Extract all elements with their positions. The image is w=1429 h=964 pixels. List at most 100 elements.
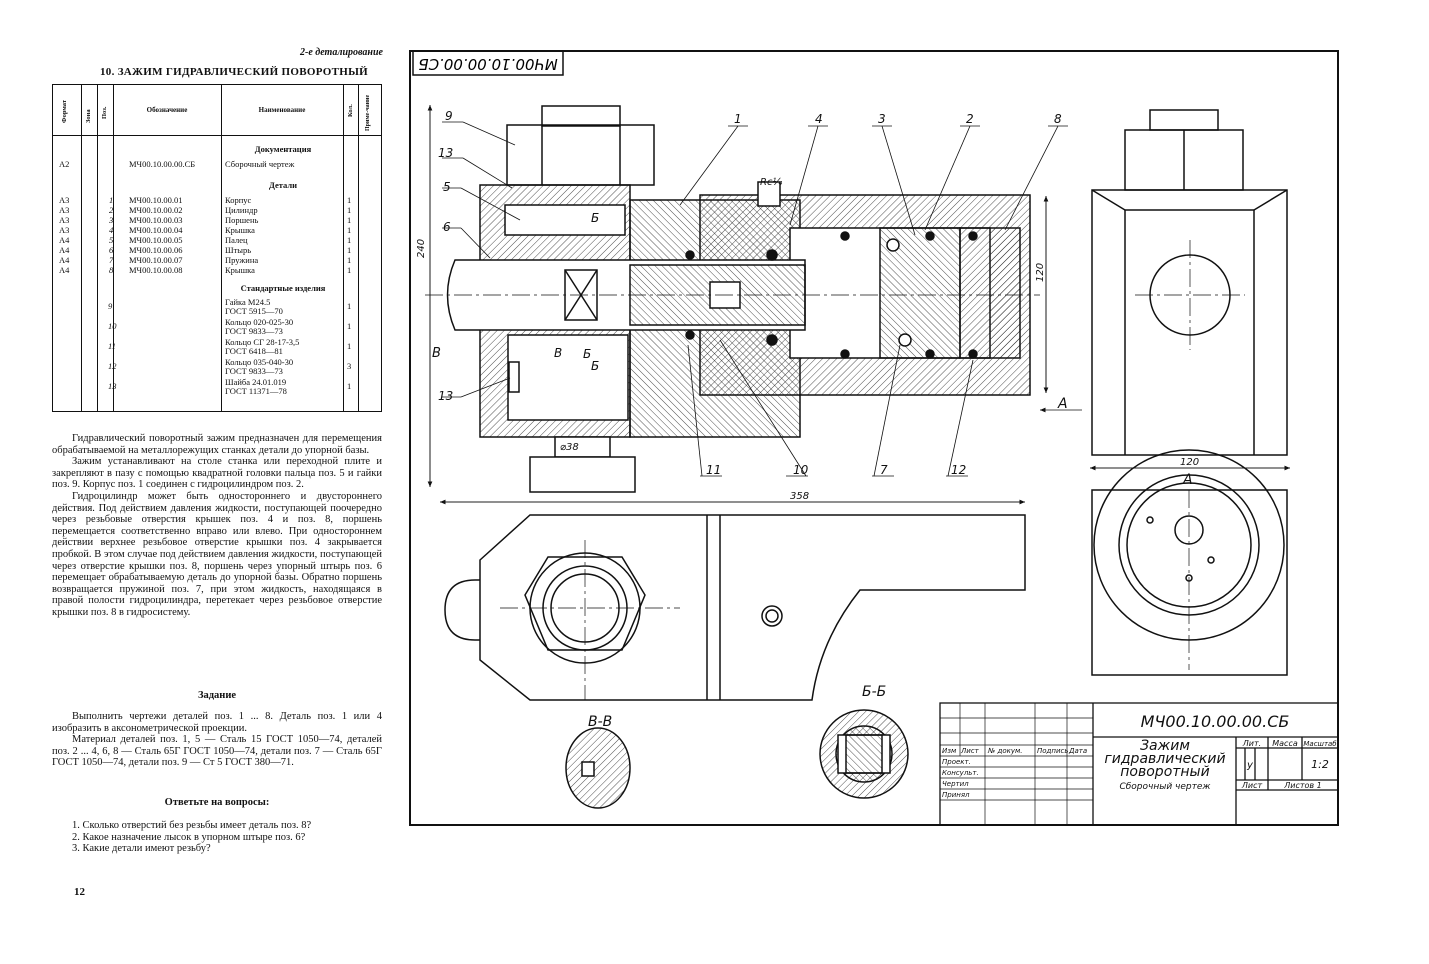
- svg-text:240: 240: [416, 239, 427, 258]
- svg-text:А: А: [1057, 396, 1068, 412]
- standard-name: Кольцо СГ 28-17-3,5: [225, 337, 300, 347]
- standard-qty: 1: [347, 301, 352, 311]
- dimension-lines: [427, 105, 1290, 505]
- standard-gost: ГОСТ 5915—70: [225, 306, 283, 316]
- detail-designation: МЧ00.10.00.03: [129, 215, 183, 225]
- standard-qty: 1: [347, 381, 352, 391]
- detail-pos: 2: [109, 205, 114, 215]
- svg-text:Лит.: Лит.: [1242, 739, 1261, 748]
- section-details: Детали: [269, 180, 297, 190]
- svg-text:В: В: [554, 346, 562, 360]
- detail-qty: 1: [347, 215, 352, 225]
- svg-text:13: 13: [438, 146, 453, 160]
- detail-designation: МЧ00.10.00.01: [129, 195, 183, 205]
- section-documentation: Документация: [254, 144, 312, 154]
- standard-name: Кольцо 020-025-30: [225, 317, 294, 327]
- svg-text:Сборочный чертеж: Сборочный чертеж: [1119, 782, 1211, 792]
- detail-qty: 1: [347, 255, 352, 265]
- detail-format: А3: [59, 215, 70, 225]
- svg-text:358: 358: [790, 491, 809, 502]
- detail-pos: 8: [109, 265, 114, 275]
- detail-name: Крышка: [225, 225, 255, 235]
- mirrored-stamp-box: [412, 50, 564, 76]
- svg-text:Консульт.: Консульт.: [942, 769, 979, 777]
- detail-designation: МЧ00.10.00.07: [129, 255, 183, 265]
- svg-text:поворотный: поворотный: [1120, 764, 1209, 780]
- svg-text:Дата: Дата: [1068, 747, 1087, 755]
- svg-text:Масса: Масса: [1272, 739, 1298, 748]
- detail-format: А3: [59, 225, 70, 235]
- task-heading: Задание: [197, 690, 237, 701]
- detail-qty: 1: [347, 245, 352, 255]
- svg-text:8: 8: [1054, 112, 1062, 126]
- question-2: 2. Какое назначение лысок в упорном штыр…: [72, 831, 306, 843]
- detail-designation: МЧ00.10.00.06: [129, 245, 183, 255]
- sheet-frame: [409, 50, 1339, 826]
- svg-text:Принял: Принял: [942, 791, 970, 799]
- detail-pos: 6: [109, 245, 114, 255]
- description-p1: Гидравлический поворотный зажим предназн…: [52, 433, 382, 456]
- svg-text:120: 120: [1180, 457, 1199, 468]
- svg-text:Б-Б: Б-Б: [862, 684, 886, 700]
- svg-text:Масштаб: Масштаб: [1303, 740, 1337, 748]
- svg-text:10: 10: [793, 463, 809, 477]
- svg-text:Проект.: Проект.: [942, 758, 971, 766]
- standard-gost: ГОСТ 11371—78: [225, 386, 287, 396]
- side-view: [1091, 109, 1288, 456]
- detail-format: А4: [59, 255, 70, 265]
- svg-text:гидравлический: гидравлический: [1104, 751, 1225, 767]
- svg-text:3: 3: [878, 112, 886, 126]
- detail-pos: 3: [109, 215, 114, 225]
- title-block-text: МЧ00.10.00.00.СБ Зажим гидравлический по…: [942, 712, 1337, 799]
- svg-text:2: 2: [966, 112, 974, 126]
- svg-text:1: 1: [734, 112, 742, 126]
- standard-qty: 1: [347, 321, 352, 331]
- svg-text:12: 12: [951, 463, 966, 477]
- col-designation: Обозначение: [146, 106, 188, 114]
- standard-name: Кольцо 035-040-30: [225, 357, 294, 367]
- svg-text:Б: Б: [583, 347, 591, 361]
- task-p1: Выполнить чертежи деталей поз. 1 ... 8. …: [52, 711, 382, 734]
- svg-text:В-В: В-В: [588, 714, 612, 730]
- detail-designation: МЧ00.10.00.08: [129, 265, 183, 275]
- description-p2: Зажим устанавливают на столе станка или …: [52, 456, 382, 491]
- svg-text:Б: Б: [591, 359, 599, 373]
- svg-text:В: В: [432, 346, 441, 361]
- questions-list: 1. Сколько отверстий без резьбы имеет де…: [72, 820, 311, 855]
- detail-format: А3: [59, 195, 70, 205]
- svg-text:1:2: 1:2: [1311, 758, 1329, 771]
- svg-text:11: 11: [706, 463, 721, 477]
- detail-name: Поршень: [225, 215, 259, 225]
- detail-format: А4: [59, 235, 70, 245]
- drawing-labels: 9 13 5 6 13 1 4 3 2 8 11 10 7 12 Rc¼ 240…: [416, 109, 1199, 730]
- mirrored-stamp-code: МЧ00.10.00.00.СБ: [418, 55, 557, 73]
- svg-text:Лист: Лист: [1241, 781, 1263, 790]
- detail-name: Штырь: [225, 245, 252, 255]
- svg-text:Подпись: Подпись: [1037, 747, 1069, 755]
- doc-designation: МЧ00.10.00.00.СБ: [129, 159, 196, 169]
- svg-text:Чертил: Чертил: [942, 780, 969, 788]
- question-3: 3. Какие детали имеют резьбу?: [72, 843, 211, 854]
- svg-text:МЧ00.10.00.00.СБ: МЧ00.10.00.00.СБ: [1141, 712, 1290, 731]
- detail-name: Цилиндр: [225, 205, 258, 215]
- svg-text:13: 13: [438, 389, 453, 403]
- svg-text:Зажим: Зажим: [1140, 738, 1190, 754]
- svg-text:4: 4: [815, 112, 823, 126]
- svg-text:9: 9: [445, 109, 453, 123]
- svg-text:6: 6: [443, 220, 451, 234]
- specification-table: Формат Зона Поз. Обозначение Наименовани…: [52, 84, 382, 412]
- standard-pos: 13: [108, 381, 117, 391]
- description: Гидравлический поворотный зажим предназн…: [52, 433, 382, 619]
- detail-pos: 5: [109, 235, 114, 245]
- svg-text:120: 120: [1035, 263, 1046, 282]
- doc-name: Сборочный чертеж: [225, 159, 295, 169]
- standard-qty: 1: [347, 341, 352, 351]
- page-title: 10. ЗАЖИМ ГИДРАВЛИЧЕСКИЙ ПОВОРОТНЫЙ: [100, 66, 369, 78]
- svg-text:у: у: [1246, 760, 1254, 771]
- standard-gost: ГОСТ 9833—73: [225, 326, 283, 336]
- detail-qty: 1: [347, 225, 352, 235]
- standard-qty: 3: [347, 361, 352, 371]
- standard-gost: ГОСТ 6418—81: [225, 346, 283, 356]
- detail-name: Палец: [225, 235, 248, 245]
